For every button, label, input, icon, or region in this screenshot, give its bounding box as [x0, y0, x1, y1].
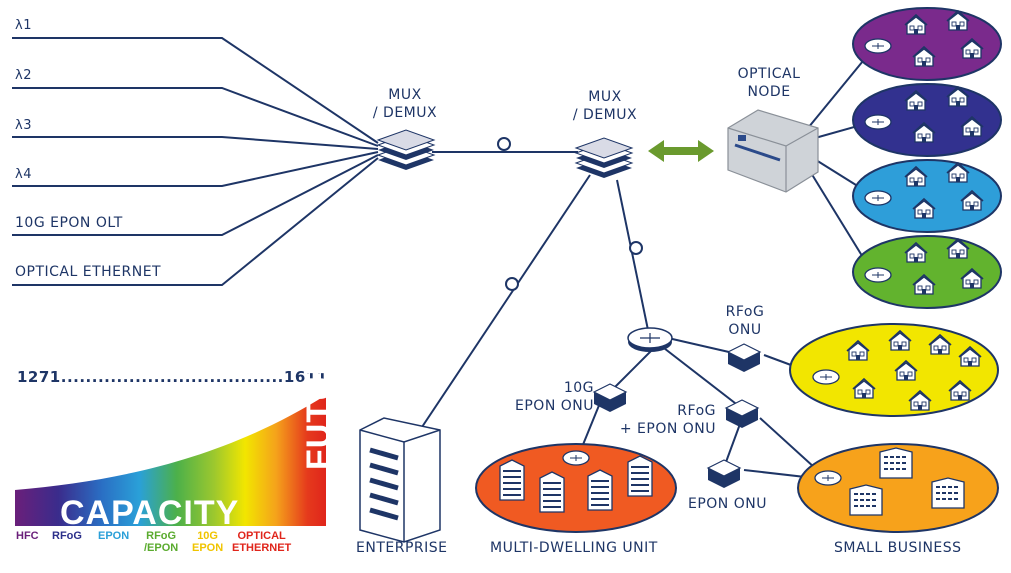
- bidirectional-arrow-icon: [648, 140, 714, 162]
- capacity-text: CAPACITY: [60, 494, 240, 532]
- epon-onu-icon: [706, 459, 742, 488]
- trunk-fibers: [419, 151, 827, 479]
- technology-label: 10G EPON: [192, 530, 224, 554]
- spectrum-range-label: 1271....................................…: [17, 368, 328, 386]
- rfog-neighborhood: [852, 83, 1002, 157]
- epon-onu-label: EPON ONU: [688, 496, 767, 512]
- fiber-loop-icons: [497, 137, 643, 291]
- wavelength-label-3: λ3: [15, 118, 32, 133]
- rfog-epon-onu-label: RFoG + EPON ONU: [619, 403, 716, 437]
- wavelength-label-2: λ2: [15, 68, 32, 83]
- epon-neighborhood: [852, 159, 1002, 233]
- fiber-loop-icon: [497, 137, 511, 151]
- technology-label: EPON: [98, 530, 130, 542]
- technology-label: RFoG: [52, 530, 82, 542]
- mux-demux-2-icon: [574, 137, 634, 178]
- input-label-optical-ethernet: OPTICAL ETHERNET: [15, 264, 162, 280]
- hfc-neighborhood: [852, 7, 1002, 81]
- splitter-router-icon: [627, 327, 673, 352]
- epon10g-onu-icon: [592, 383, 628, 412]
- small-business-neighborhood: [797, 443, 999, 533]
- mux-demux-1-label: MUX / DEMUX: [372, 87, 438, 121]
- input-label-10g-epon-olt: 10G EPON OLT: [15, 215, 123, 231]
- epon10g-onu-label: 10G EPON ONU: [515, 380, 594, 414]
- fiber-loop-icon: [505, 277, 519, 291]
- rfog-onu-label: RFoG ONU: [725, 304, 765, 338]
- input-fibers: [12, 37, 379, 286]
- technology-label: OPTICAL ETHERNET: [232, 530, 292, 554]
- technology-label: HFC: [16, 530, 39, 542]
- mux-demux-1-icon: [376, 129, 436, 170]
- epon10g-neighborhood: [789, 323, 999, 417]
- technology-label: RFoG /EPON: [144, 530, 179, 554]
- wavelength-label-1: λ1: [15, 18, 32, 33]
- fiber-loop-icon: [629, 241, 643, 255]
- enterprise-label: ENTERPRISE: [356, 540, 448, 556]
- mux-demux-2-label: MUX / DEMUX: [572, 89, 638, 123]
- rfog-onu-icon: [726, 343, 762, 372]
- future-text: FUTURE: [300, 326, 338, 470]
- wavelength-label-4: λ4: [15, 167, 32, 182]
- mdu-neighborhood: [475, 443, 677, 533]
- enterprise-building-icon: [359, 417, 441, 543]
- rfog-epon-onu-icon: [724, 399, 760, 428]
- optical-node-device-icon: [727, 109, 819, 193]
- mdu-label: MULTI-DWELLING UNIT: [490, 540, 658, 556]
- optical-node-label: OPTICAL NODE: [737, 66, 801, 100]
- rfog-epon-neighborhood: [852, 235, 1002, 309]
- capacity-spectrum: [15, 395, 326, 526]
- small-business-label: SMALL BUSINESS: [834, 540, 962, 556]
